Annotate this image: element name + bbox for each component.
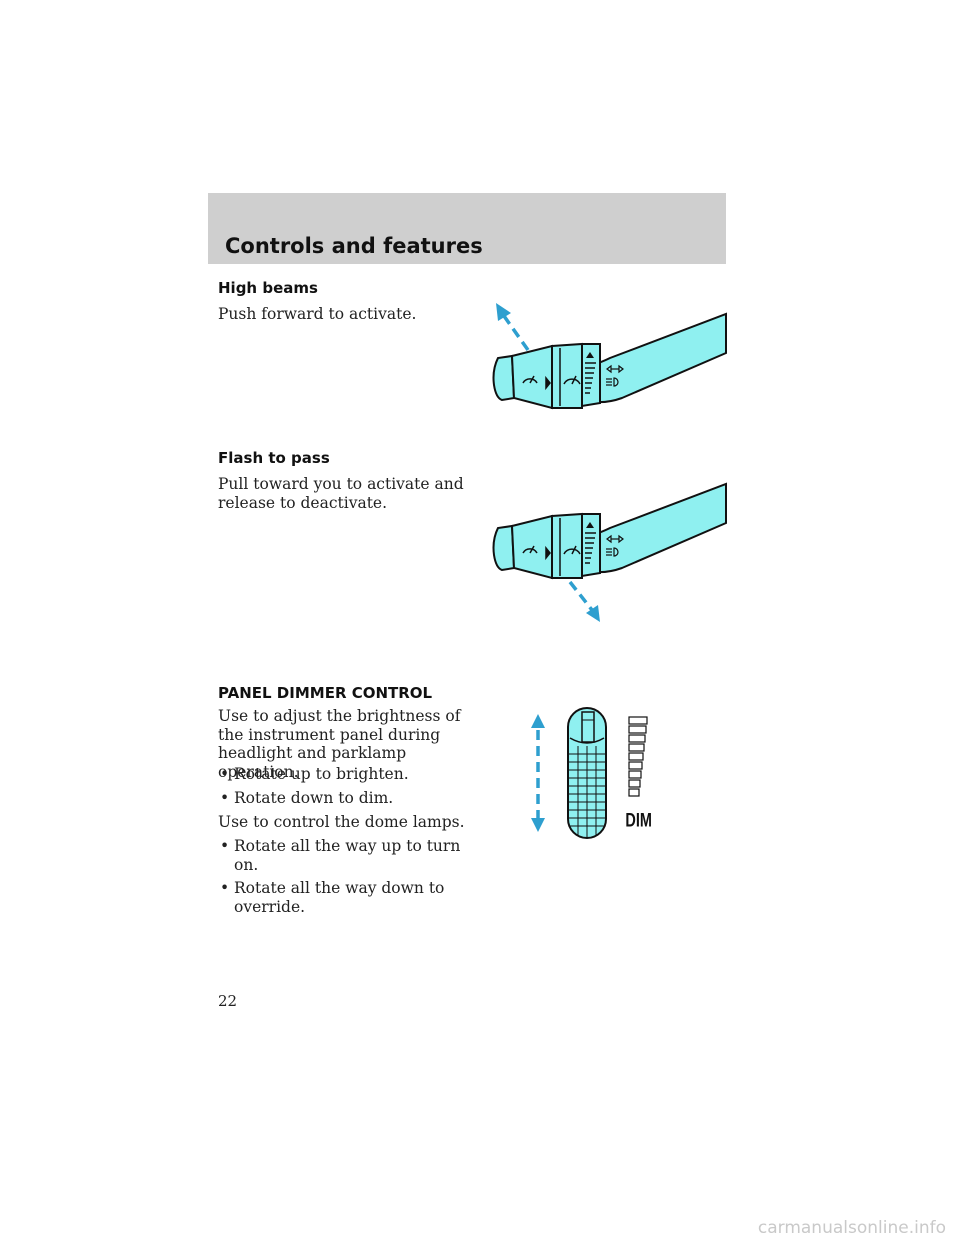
flash-to-pass-heading: Flash to pass — [218, 449, 330, 467]
headlamp-icon — [606, 377, 619, 387]
stalk-end-cap — [492, 524, 516, 572]
high-beams-text: Push forward to activate. — [218, 305, 417, 323]
flash-to-pass-stalk-figure — [492, 482, 727, 622]
flash-to-pass-text: Pull toward you to activate and release … — [218, 475, 464, 512]
watermark: carmanualsonline.info — [757, 1218, 946, 1238]
dimmer-thumbwheel — [567, 707, 607, 839]
section-title: Controls and features — [225, 234, 483, 258]
wiper-ring — [551, 512, 583, 579]
page-number: 22 — [218, 992, 238, 1010]
list-item: •Rotate up to brighten. — [220, 765, 409, 783]
list-item: •Rotate down to dim. — [220, 788, 394, 807]
push-forward-arrow — [496, 303, 530, 352]
wiper-ring — [551, 342, 583, 409]
stalk-end-cap — [492, 354, 516, 402]
dome-bullet-list: •Rotate all the way up to turn on. •Rota… — [218, 837, 488, 916]
brightness-scale — [628, 716, 648, 797]
dome-lamps-intro: Use to control the dome lamps. — [218, 813, 465, 831]
wiper-front-icon — [522, 375, 551, 391]
high-beam-arrows-icon — [606, 364, 624, 374]
wiper-front-icon — [522, 545, 551, 561]
interval-ring — [581, 513, 601, 578]
list-item: •Rotate all the way up to turn on. — [220, 837, 461, 874]
high-beams-stalk-figure — [492, 303, 727, 410]
section-header-band: Controls and features — [208, 193, 726, 264]
wiper-rear-icon — [563, 545, 581, 555]
brightness-bullet-list: •Rotate up to brighten. •Rotate down to … — [218, 765, 488, 807]
wiper-rear-icon — [563, 375, 581, 385]
interval-ring — [581, 343, 601, 408]
dim-label: DIM — [625, 808, 651, 831]
interval-scale — [585, 352, 596, 394]
high-beams-heading: High beams — [218, 279, 318, 297]
stalk-arm — [588, 482, 727, 574]
panel-dimmer-intro: Use to adjust the brightness of the inst… — [218, 707, 461, 781]
interval-scale — [585, 522, 596, 564]
stalk-arm — [588, 312, 727, 404]
pull-toward-arrow — [568, 580, 600, 622]
rotate-up-down-arrow — [531, 714, 545, 832]
panel-dimmer-heading: PANEL DIMMER CONTROL — [218, 684, 433, 702]
panel-dimmer-figure: DIM — [531, 707, 652, 839]
list-item: •Rotate all the way down to override. — [220, 879, 445, 916]
high-beam-arrows-icon — [606, 534, 624, 544]
headlamp-icon — [606, 547, 619, 557]
